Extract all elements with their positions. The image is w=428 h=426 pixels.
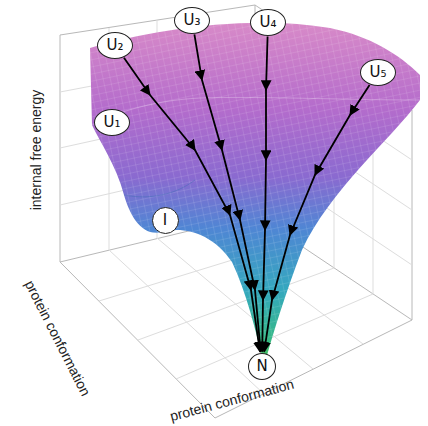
funnel-surface [90, 23, 420, 366]
native-state: N [248, 353, 276, 380]
folding-arrow [124, 58, 260, 352]
axis-label: internal free energy [28, 90, 44, 211]
axis-label: protein conformation [168, 376, 295, 424]
folding-arrow [264, 85, 369, 352]
unfolded-state: U₅ [360, 59, 396, 86]
state-label: U₄ [260, 15, 277, 30]
state-label: U₅ [370, 65, 387, 80]
unfolded-state: U₄ [250, 9, 286, 36]
unfolded-state: U₁ [94, 109, 130, 136]
intermediate-state: I [152, 207, 179, 234]
state-label: U₁ [104, 115, 121, 130]
unfolded-state: U₂ [97, 32, 133, 59]
folding-arrow [262, 36, 267, 351]
unfolded-state: U₃ [174, 7, 210, 34]
folding-arrow [194, 34, 260, 351]
state-label: I [163, 213, 167, 228]
state-label: N [256, 359, 267, 374]
state-label: U₂ [107, 38, 124, 53]
state-label: U₃ [184, 13, 201, 28]
axis-label: protein conformation [22, 278, 94, 399]
